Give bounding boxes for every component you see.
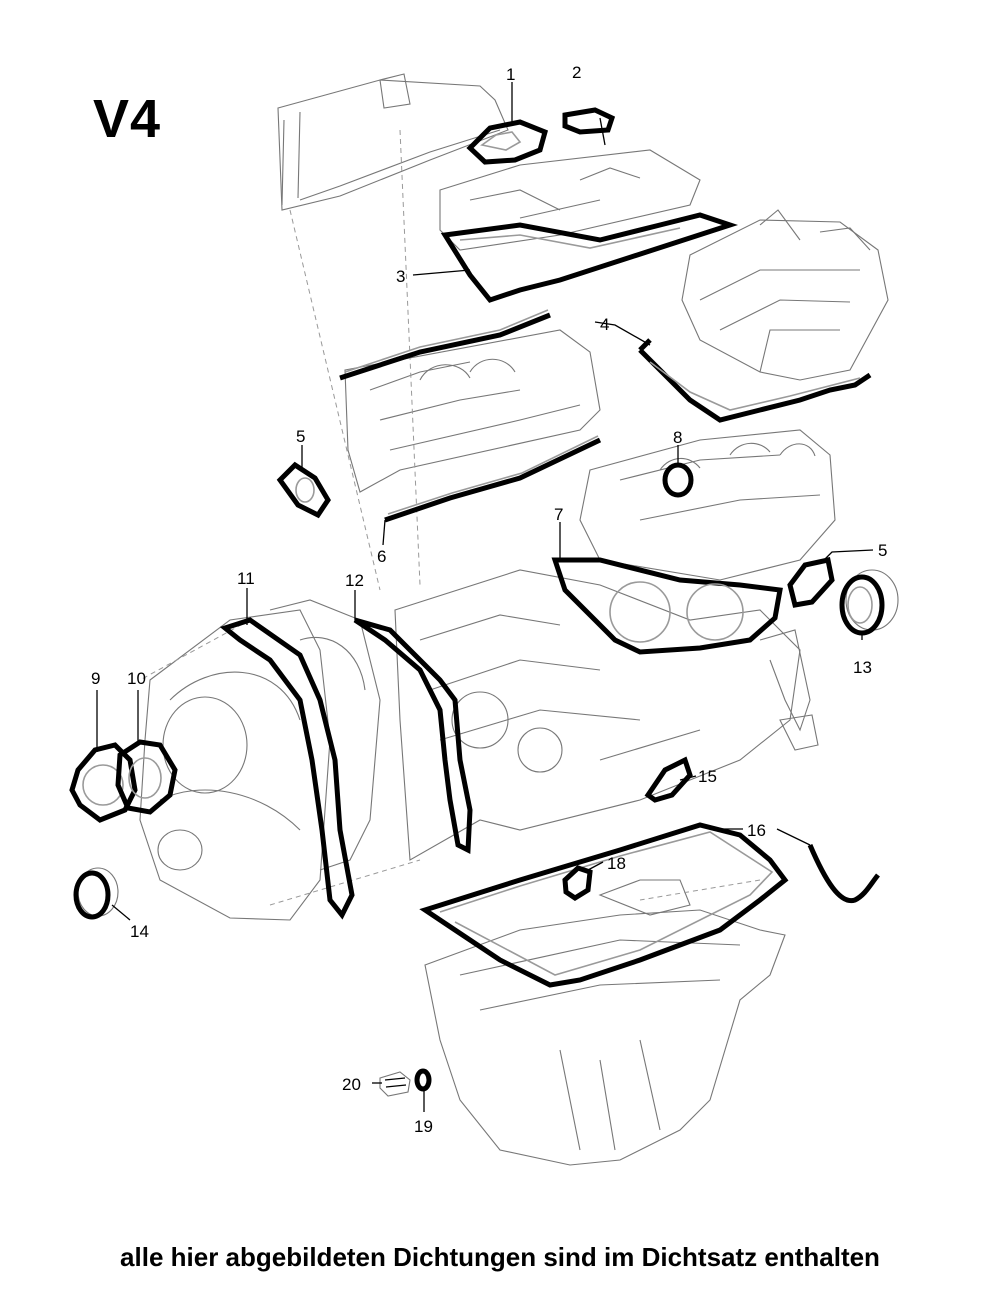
callout-5-right: 5 xyxy=(878,541,887,560)
callout-1: 1 xyxy=(506,65,515,84)
gasket-10-water-pump-cover xyxy=(115,739,178,815)
callout-2: 2 xyxy=(572,63,581,82)
page-title: V4 xyxy=(93,89,162,149)
callout-20: 20 xyxy=(342,1075,361,1094)
seal-13-crankshaft-rear xyxy=(839,569,899,636)
callout-13: 13 xyxy=(853,658,872,677)
callout-18: 18 xyxy=(607,854,626,873)
gasket-3-valve-cover-left xyxy=(440,212,739,303)
callout-labels: 1 2 3 4 5 5 6 7 8 9 10 11 12 13 14 15 16… xyxy=(91,63,887,1136)
gasket-7-cylinder-head xyxy=(551,557,783,655)
gasket-12-timing-cover-inner xyxy=(353,617,473,854)
gasket-8-valve-seal xyxy=(662,462,694,498)
callout-19: 19 xyxy=(414,1117,433,1136)
gasket-18-pickup xyxy=(562,865,593,901)
callout-5-left: 5 xyxy=(296,427,305,446)
leader-lines xyxy=(96,82,874,1112)
seal-16-rear-bridge xyxy=(807,844,880,904)
callout-3: 3 xyxy=(396,267,405,286)
gasket-4-valve-cover-right xyxy=(638,338,872,423)
gasket-2-flange xyxy=(562,107,616,135)
gasket-6-manifold-strip-lower xyxy=(384,435,602,523)
callout-6: 6 xyxy=(377,547,386,566)
gasket-16-oil-pan xyxy=(419,822,789,988)
callout-4: 4 xyxy=(600,315,609,334)
callout-8: 8 xyxy=(673,428,682,447)
callout-11: 11 xyxy=(237,569,255,588)
callout-9: 9 xyxy=(91,669,100,688)
caption: alle hier abgebildeten Dichtungen sind i… xyxy=(120,1242,880,1272)
seal-19-drain-washer xyxy=(414,1068,432,1092)
callout-15: 15 xyxy=(698,767,717,786)
callout-14: 14 xyxy=(130,922,149,941)
gasket-5-left xyxy=(276,461,331,519)
callout-12: 12 xyxy=(345,571,364,590)
callout-16: 16 xyxy=(747,821,766,840)
gasket-11-timing-cover xyxy=(219,617,355,920)
gasket-9-water-pump xyxy=(69,742,138,823)
callout-7: 7 xyxy=(554,505,563,524)
engine-outline-drawing xyxy=(139,73,889,1166)
seal-14-crankshaft-front xyxy=(73,867,119,920)
gaskets xyxy=(69,107,899,1097)
gasket-15 xyxy=(644,756,693,803)
callout-10: 10 xyxy=(127,669,146,688)
gasket-5-right xyxy=(787,557,835,608)
gasket-manifold-strip-upper xyxy=(339,309,551,381)
gasket-1-intake-flange xyxy=(466,119,549,165)
drain-plug-20 xyxy=(379,1071,411,1097)
